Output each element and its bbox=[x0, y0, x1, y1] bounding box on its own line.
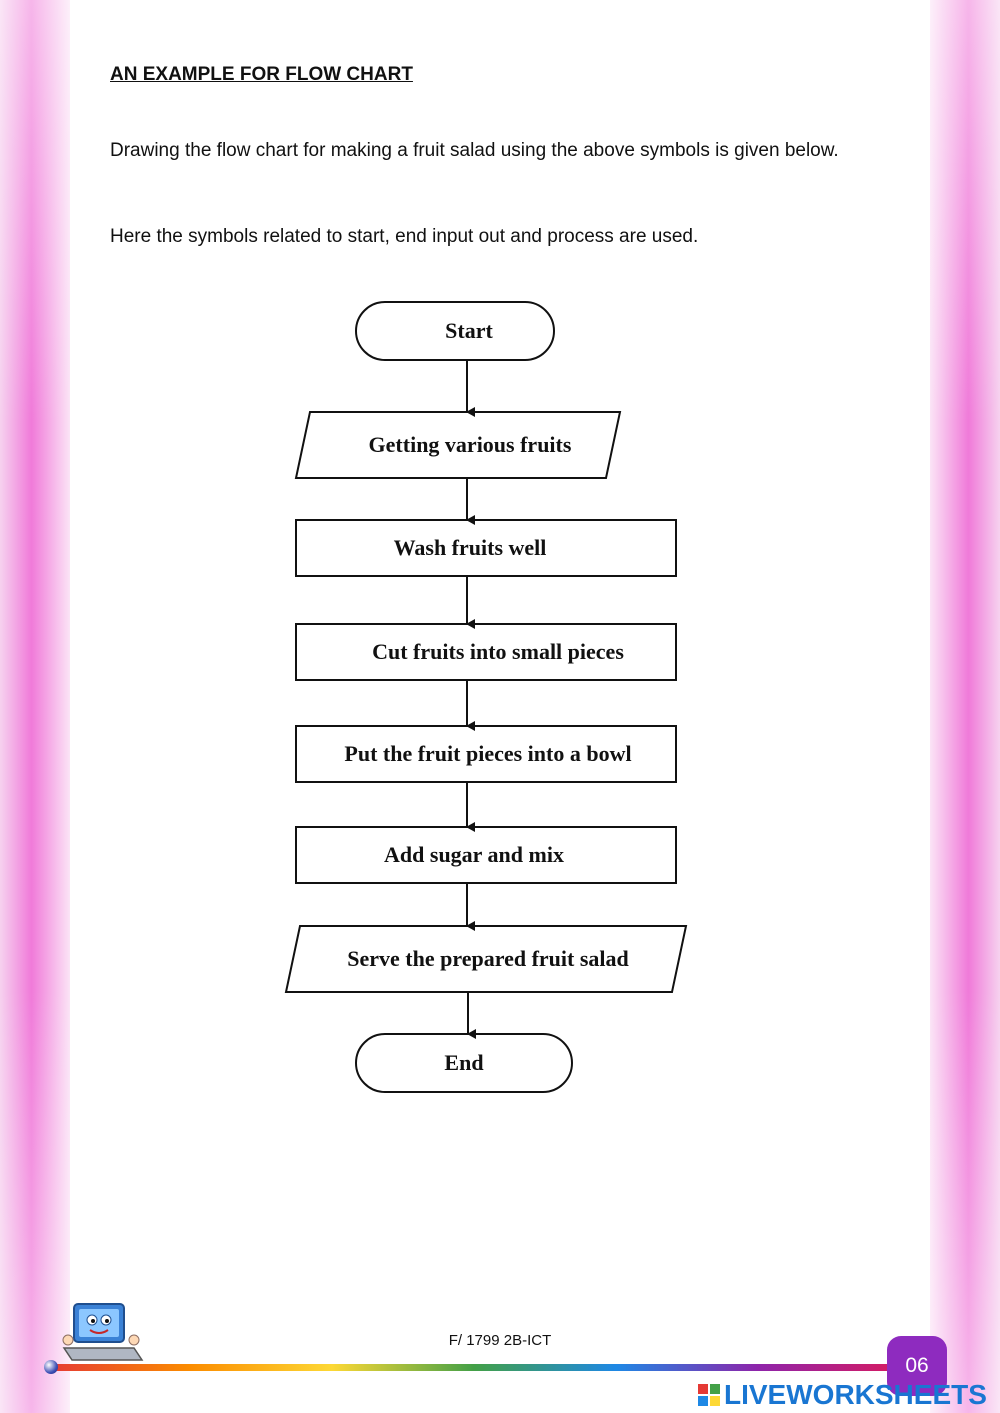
flowchart-step-label: Add sugar and mix bbox=[384, 842, 564, 867]
io-shape-1 bbox=[294, 411, 622, 479]
footer-line-end-dot bbox=[44, 1360, 58, 1374]
flowchart-step-label: Wash fruits well bbox=[394, 535, 547, 560]
terminal-shape-0 bbox=[355, 301, 555, 361]
terminal-shape-7 bbox=[355, 1033, 573, 1093]
page-heading: AN EXAMPLE FOR FLOW CHART bbox=[110, 64, 413, 85]
flowchart-step-label: Getting various fruits bbox=[369, 432, 572, 457]
brand-name: LIVEWORKSHEETS bbox=[724, 1379, 987, 1410]
io-shape-6 bbox=[284, 925, 688, 993]
right-decorative-band bbox=[930, 0, 1000, 1413]
footer-code: F/ 1799 2B-ICT bbox=[448, 1332, 552, 1349]
flowchart-step-label: Start bbox=[445, 318, 493, 343]
process-shape-4 bbox=[295, 725, 677, 783]
liveworksheets-brand: LIVEWORKSHEETS bbox=[698, 1378, 987, 1412]
process-shape-3 bbox=[295, 623, 677, 681]
flowchart-step-label: Cut fruits into small pieces bbox=[372, 639, 624, 664]
intro-paragraph: Drawing the flow chart for making a frui… bbox=[110, 140, 839, 161]
laptop-mascot-icon bbox=[60, 1300, 144, 1366]
left-decorative-band bbox=[0, 0, 70, 1413]
symbols-paragraph: Here the symbols related to start, end i… bbox=[110, 226, 699, 247]
footer-rainbow-line bbox=[48, 1364, 900, 1371]
flowchart-step-label: Put the fruit pieces into a bowl bbox=[344, 741, 631, 766]
process-shape-2 bbox=[295, 519, 677, 577]
flowchart-step-label: End bbox=[444, 1050, 483, 1075]
process-shape-5 bbox=[295, 826, 677, 884]
page-number-badge: 06 bbox=[887, 1336, 947, 1396]
flowchart-step-label: Serve the prepared fruit salad bbox=[347, 946, 629, 971]
liveworksheets-logo-icon bbox=[698, 1384, 720, 1406]
